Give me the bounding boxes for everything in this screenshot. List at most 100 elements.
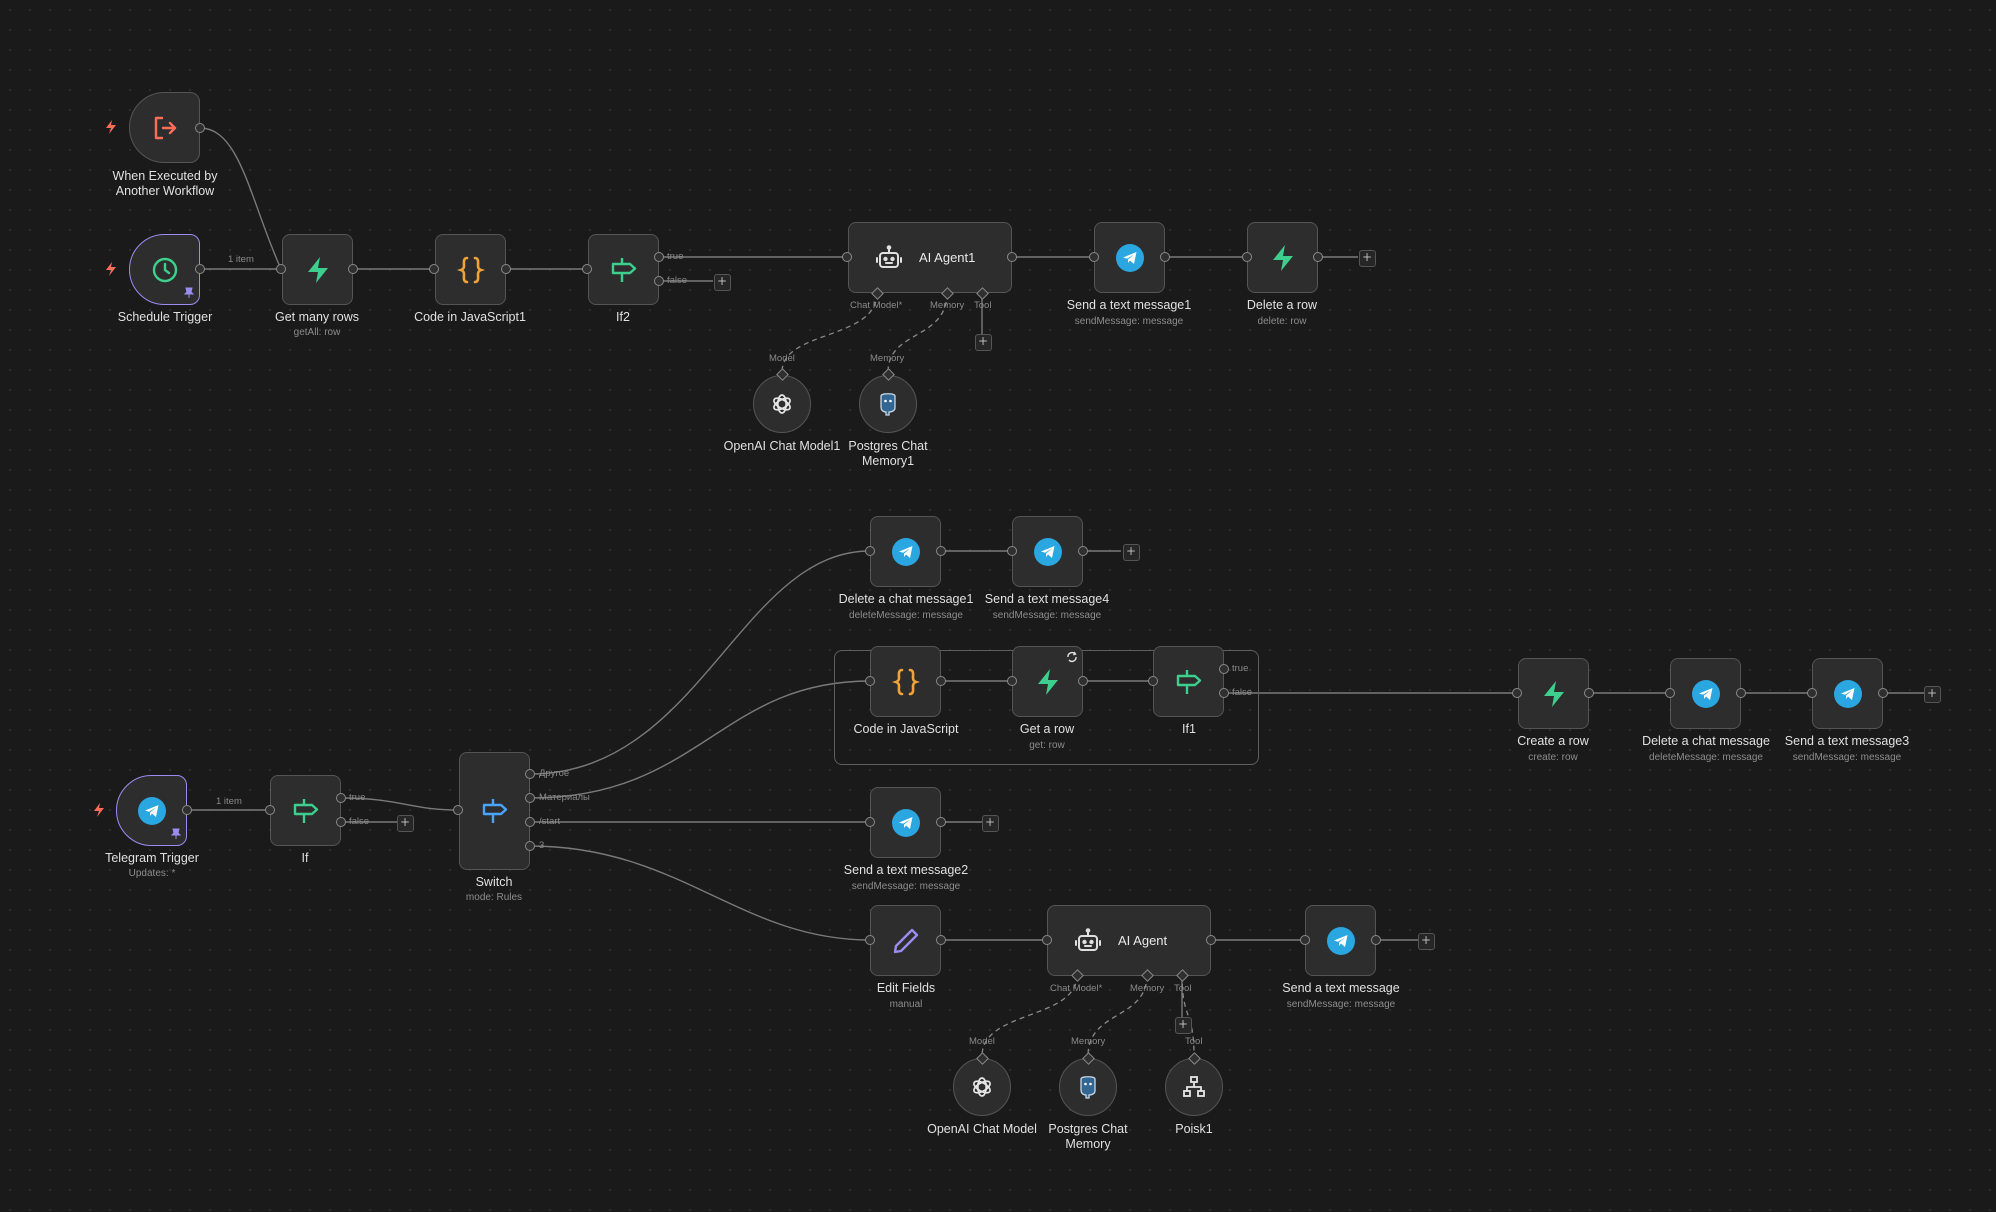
code-braces-icon [455,254,487,286]
port-in[interactable] [453,805,463,815]
node-send-text[interactable] [1305,905,1376,976]
port-out-2[interactable] [525,817,535,827]
port-in[interactable] [1665,688,1675,698]
node-if1[interactable] [1153,646,1224,717]
port-out[interactable] [1078,676,1088,686]
port-in[interactable] [1807,688,1817,698]
port-in[interactable] [1300,935,1310,945]
port-in[interactable] [842,252,852,262]
node-sublabel: Updates: * [128,868,176,879]
add-tool-button[interactable]: + [1174,1016,1192,1034]
port-out[interactable] [1736,688,1746,698]
add-node-button[interactable]: + [981,814,999,832]
port-out[interactable] [1160,252,1170,262]
port-out-false[interactable] [1219,688,1229,698]
node-openai-model[interactable] [953,1058,1011,1116]
if-true-label: true [1232,663,1249,674]
add-node-button[interactable]: + [1417,932,1435,950]
add-tool-button[interactable]: + [974,333,992,351]
port-in[interactable] [1242,252,1252,262]
port-out[interactable] [1007,252,1017,262]
node-send-text3[interactable] [1812,658,1883,729]
port-out[interactable] [936,817,946,827]
telegram-icon [137,796,166,825]
port-out[interactable] [501,264,511,274]
port-in[interactable] [276,264,286,274]
robot-icon [1074,927,1102,955]
node-if2[interactable] [588,234,659,305]
port-in[interactable] [582,264,592,274]
node-create-row[interactable] [1518,658,1589,729]
port-out[interactable] [1371,935,1381,945]
port-out-false[interactable] [336,817,346,827]
node-label: Send a text message1 [1066,298,1192,312]
node-delete-row[interactable] [1247,222,1318,293]
port-out[interactable] [348,264,358,274]
port-out-true[interactable] [1219,664,1229,674]
node-code-js1[interactable] [435,234,506,305]
telegram-icon [1691,679,1720,708]
port-out-false[interactable] [654,276,664,286]
agent-tool-label: Tool [1174,983,1192,994]
sub-caption: Model [769,353,795,364]
port-out[interactable] [195,123,205,133]
node-postgres-memory[interactable] [1059,1058,1117,1116]
node-poisk1[interactable] [1165,1058,1223,1116]
node-edit-fields[interactable] [870,905,941,976]
port-in[interactable] [865,935,875,945]
add-node-button[interactable]: + [713,273,731,291]
node-label: Schedule Trigger [117,310,213,324]
wire-agent-tool [1181,974,1195,1057]
node-ai-agent[interactable]: AI Agent [1047,905,1211,976]
port-out[interactable] [1206,935,1216,945]
port-out-3[interactable] [525,841,535,851]
node-label: Delete a chat message [1642,734,1770,748]
node-ai-agent1[interactable]: AI Agent1 [848,222,1012,293]
port-out-1[interactable] [525,793,535,803]
node-openai-model1[interactable] [753,375,811,433]
port-in[interactable] [865,676,875,686]
port-in[interactable] [865,546,875,556]
node-if[interactable] [270,775,341,846]
node-send-text1[interactable] [1094,222,1165,293]
add-node-button[interactable]: + [1122,543,1140,561]
port-in[interactable] [1042,935,1052,945]
port-out[interactable] [936,546,946,556]
node-switch[interactable] [459,752,530,870]
node-code-js[interactable] [870,646,941,717]
add-node-button[interactable]: + [396,814,414,832]
node-delete-chat[interactable] [1670,658,1741,729]
port-out-true[interactable] [654,252,664,262]
port-out[interactable] [1584,688,1594,698]
port-out[interactable] [1078,546,1088,556]
port-out-0[interactable] [525,769,535,779]
port-out[interactable] [1878,688,1888,698]
port-in[interactable] [1007,546,1017,556]
port-out-true[interactable] [336,793,346,803]
port-out[interactable] [936,676,946,686]
port-in[interactable] [1007,676,1017,686]
port-in[interactable] [265,805,275,815]
node-send-text2[interactable] [870,787,941,858]
port-out[interactable] [195,264,205,274]
node-send-text4[interactable] [1012,516,1083,587]
port-in[interactable] [1089,252,1099,262]
node-get-many-rows[interactable] [282,234,353,305]
port-out[interactable] [936,935,946,945]
port-out[interactable] [1313,252,1323,262]
node-delete-chat1[interactable] [870,516,941,587]
add-node-button[interactable]: + [1358,249,1376,267]
port-in[interactable] [1148,676,1158,686]
supabase-icon [1539,679,1569,709]
wire-switch1-to-codejs [529,680,871,799]
telegram-icon [1833,679,1862,708]
if-false-label: false [349,816,370,827]
port-in[interactable] [429,264,439,274]
node-sublabel: delete: row [1257,316,1307,327]
node-postgres-memory1[interactable] [859,375,917,433]
node-when-executed[interactable] [129,92,200,163]
port-out[interactable] [182,805,192,815]
port-in[interactable] [865,817,875,827]
port-in[interactable] [1512,688,1522,698]
add-node-button[interactable]: + [1923,685,1941,703]
